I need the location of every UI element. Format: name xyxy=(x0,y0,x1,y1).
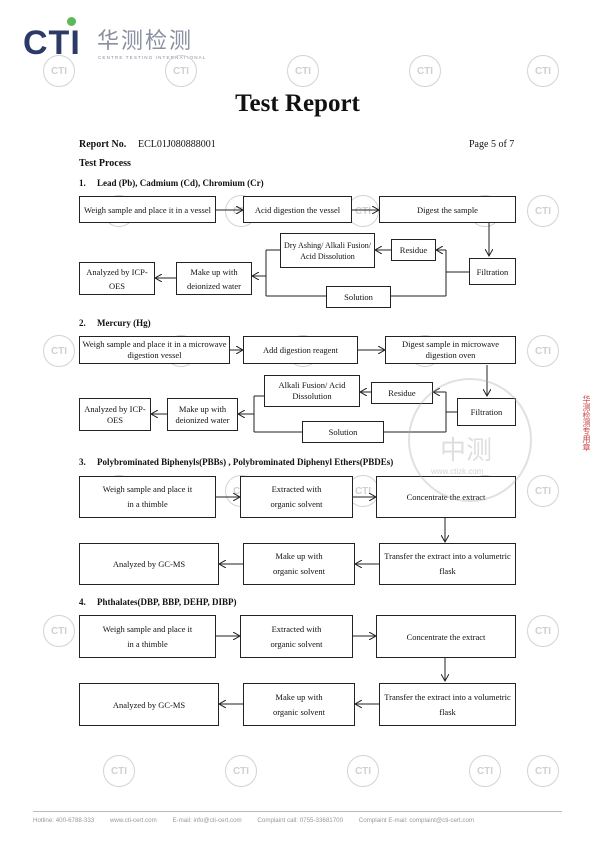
s4-analyzed-box: Analyzed by GC-MS xyxy=(79,683,219,726)
red-seal: 华测检测专用章 xyxy=(582,395,591,451)
footer-website[interactable]: www.cti-cert.com xyxy=(109,817,157,824)
s1-weigh-box: Weigh sample and place it in a vessel xyxy=(79,196,216,223)
watermark-cti-icon: CTI xyxy=(527,335,559,367)
s4-concentrate-box: Concentrate the extract xyxy=(376,615,516,658)
watermark-cti-icon: CTI xyxy=(43,615,75,647)
s4-extracted-box: Extracted with organic solvent xyxy=(240,615,353,658)
watermark-cti-icon: CTI xyxy=(103,755,135,787)
s2-analyzed-box: Analyzed by ICP-OES xyxy=(79,398,151,431)
section-4-heading: 4.Phthalates(DBP, BBP, DEHP, DIBP) xyxy=(79,597,237,607)
footer-complaint-email[interactable]: Complaint E-mail: complaint@cti-cert.com xyxy=(358,817,475,824)
s2-weigh-box: Weigh sample and place it in a microwave… xyxy=(79,336,230,364)
s1-filtration-box: Filtration xyxy=(469,258,516,285)
report-number-label: Report No. xyxy=(79,139,127,150)
s3-analyzed-box: Analyzed by GC-MS xyxy=(79,543,219,585)
s3-extracted-box: Extracted with organic solvent xyxy=(240,476,353,518)
s1-acid-digestion-box: Acid digestion the vessel xyxy=(243,196,352,223)
footer: Hotline: 400-6788-333 www.cti-cert.com E… xyxy=(33,817,573,824)
watermark-cti-icon: CTI xyxy=(347,755,379,787)
s3-transfer-box: Transfer the extract into a volumetric f… xyxy=(379,543,516,585)
section-1-heading: 1.Lead (Pb), Cadmium (Cd), Chromium (Cr) xyxy=(79,178,264,188)
page-title: Test Report xyxy=(235,90,360,117)
section-2-heading: 2.Mercury (Hg) xyxy=(79,318,151,328)
s2-digest-microwave-box: Digest sample in microwave digestion ove… xyxy=(385,336,516,364)
watermark-cti-icon: CTI xyxy=(43,55,75,87)
s4-weigh-box: Weigh sample and place it in a thimble xyxy=(79,615,216,658)
watermark-cti-icon: CTI xyxy=(409,55,441,87)
watermark-cti-icon: CTI xyxy=(287,55,319,87)
section-3-heading: 3.Polybrominated Biphenyls(PBBs) , Polyb… xyxy=(79,457,394,467)
s4-make-up-box: Make up with organic solvent xyxy=(243,683,355,726)
s1-dry-ashing-box: Dry Ashing/ Alkali Fusion/ Acid Dissolut… xyxy=(280,233,375,268)
stamp-chinese-text: 中测 xyxy=(440,436,493,466)
s2-solution-box: Solution xyxy=(302,421,384,443)
watermark-cti-icon: CTI xyxy=(527,615,559,647)
report-number: ECL01J080888001 xyxy=(138,139,216,150)
s1-analyzed-box: Analyzed by ICP-OES xyxy=(79,262,155,295)
watermark-cti-icon: CTI xyxy=(43,335,75,367)
watermark-cti-icon: CTI xyxy=(527,55,559,87)
test-process-heading: Test Process xyxy=(79,158,131,169)
stamp-url: www.ctizk.com xyxy=(431,467,484,476)
footer-divider xyxy=(33,811,562,812)
footer-email[interactable]: E-mail: info@cti-cert.com xyxy=(172,817,242,824)
watermark-cti-icon: CTI xyxy=(469,755,501,787)
company-stamp xyxy=(408,378,532,502)
s3-weigh-box: Weigh sample and place it in a thimble xyxy=(79,476,216,518)
s1-make-up-box: Make up with deionized water xyxy=(176,262,252,295)
s4-transfer-box: Transfer the extract into a volumetric f… xyxy=(379,683,516,726)
watermark-cti-icon: CTI xyxy=(225,755,257,787)
s1-digest-box: Digest the sample xyxy=(379,196,516,223)
footer-hotline: Hotline: 400-6788-333 xyxy=(33,817,95,824)
s3-make-up-box: Make up with organic solvent xyxy=(243,543,355,585)
page-number: Page 5 of 7 xyxy=(469,139,515,150)
logo-dot-icon xyxy=(67,17,76,26)
s1-solution-box: Solution xyxy=(326,286,391,308)
s1-residue-box: Residue xyxy=(391,239,436,261)
s2-alkali-fusion-box: Alkali Fusion/ Acid Dissolution xyxy=(264,375,360,407)
logo-chinese-name: 华测检测 xyxy=(97,29,194,54)
watermark-cti-icon: CTI xyxy=(527,475,559,507)
watermark-cti-icon: CTI xyxy=(527,195,559,227)
s2-make-up-box: Make up with deionized water xyxy=(167,398,238,431)
s2-add-reagent-box: Add digestion reagent xyxy=(243,336,358,364)
cti-logo: CTI xyxy=(23,24,81,62)
logo-english-name: CENTRE TESTING INTERNATIONAL xyxy=(98,55,207,60)
footer-complaint-call: Complaint call: 0755-33681700 xyxy=(257,817,344,824)
watermark-cti-icon: CTI xyxy=(165,55,197,87)
watermark-cti-icon: CTI xyxy=(527,755,559,787)
